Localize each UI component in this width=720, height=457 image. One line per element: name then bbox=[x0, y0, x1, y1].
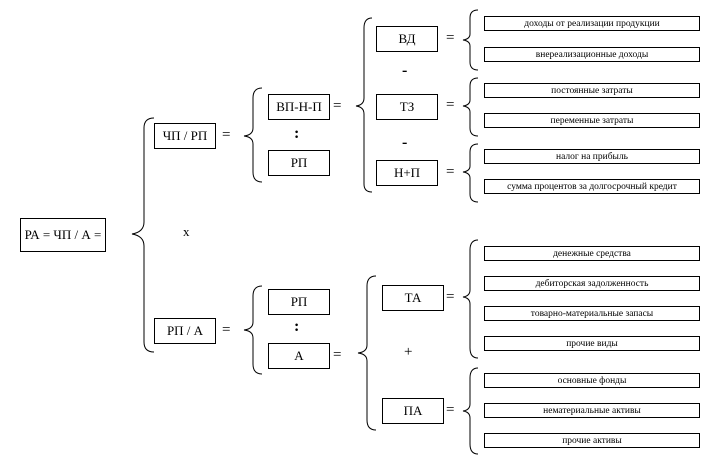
pa-label: ПА bbox=[403, 403, 423, 418]
bracket-rp-a bbox=[243, 285, 263, 375]
ta-label: ТА bbox=[404, 290, 422, 305]
detail-pa-1: основные фонды bbox=[484, 373, 700, 388]
minus-1: - bbox=[402, 62, 408, 79]
rp-top-box: РП bbox=[268, 150, 330, 176]
pa-box: ПА bbox=[382, 398, 444, 424]
bracket-ta bbox=[462, 239, 479, 359]
detail-pa-2: нематериальные активы bbox=[484, 403, 700, 418]
tz-label: ТЗ bbox=[399, 99, 415, 114]
chp-rp-box: ЧП / РП bbox=[154, 123, 216, 149]
eq-tz: = bbox=[446, 97, 455, 113]
bracket-a bbox=[357, 275, 377, 431]
detail-vd-1: доходы от реализации продукции bbox=[484, 16, 700, 31]
rp-bottom-label: РП bbox=[290, 294, 308, 309]
bracket-chp-rp bbox=[243, 87, 263, 183]
vpnp-box: ВП-Н-П bbox=[268, 94, 330, 120]
bracket-root bbox=[131, 117, 155, 353]
detail-ta-4: прочие виды bbox=[484, 336, 700, 351]
plus-sign: + bbox=[404, 344, 413, 360]
minus-2: - bbox=[402, 134, 408, 151]
chp-rp-label: ЧП / РП bbox=[162, 128, 208, 143]
a-box: А bbox=[268, 343, 330, 369]
detail-ta-2: дебиторская задолженность bbox=[484, 276, 700, 291]
bracket-pa bbox=[462, 367, 479, 455]
divide-top: : bbox=[294, 125, 300, 142]
multiply-sign: х bbox=[183, 224, 190, 239]
eq-pa: = bbox=[446, 402, 455, 418]
eq-ta: = bbox=[446, 289, 455, 305]
bracket-np bbox=[462, 143, 479, 203]
ta-box: ТА bbox=[382, 285, 444, 311]
a-label: А bbox=[294, 348, 304, 363]
detail-ta-3: товарно-материальные запасы bbox=[484, 306, 700, 321]
vd-box: ВД bbox=[376, 26, 438, 52]
bracket-tz bbox=[462, 77, 479, 137]
bracket-vd bbox=[462, 9, 479, 71]
np-label: Н+П bbox=[393, 165, 421, 180]
eq-rp-a: = bbox=[222, 322, 231, 338]
np-box: Н+П bbox=[376, 160, 438, 186]
tz-box: ТЗ bbox=[376, 94, 438, 120]
detail-tz-1: постоянные затраты bbox=[484, 83, 700, 98]
root-formula: РА = ЧП / А = bbox=[24, 227, 102, 242]
rp-top-label: РП bbox=[290, 155, 308, 170]
detail-np-2: сумма процентов за долгосрочный кредит bbox=[484, 179, 700, 194]
detail-ta-1: денежные средства bbox=[484, 246, 700, 261]
rp-bottom-box: РП bbox=[268, 289, 330, 315]
eq-vd: = bbox=[446, 30, 455, 46]
eq-a: = bbox=[333, 347, 342, 363]
detail-tz-2: переменные затраты bbox=[484, 113, 700, 128]
eq-chp-rp: = bbox=[222, 127, 231, 143]
vd-label: ВД bbox=[398, 31, 416, 46]
rp-a-label: РП / А bbox=[166, 323, 204, 338]
vpnp-label: ВП-Н-П bbox=[276, 99, 322, 114]
detail-pa-3: прочие активы bbox=[484, 433, 700, 448]
root-formula-box: РА = ЧП / А = bbox=[20, 218, 106, 252]
eq-vpnp: = bbox=[333, 98, 342, 114]
rp-a-box: РП / А bbox=[154, 318, 216, 344]
bracket-vpnp bbox=[355, 17, 373, 193]
detail-vd-2: внереализационные доходы bbox=[484, 47, 700, 62]
eq-np: = bbox=[446, 164, 455, 180]
detail-np-1: налог на прибыль bbox=[484, 149, 700, 164]
divide-bottom: : bbox=[294, 318, 300, 335]
